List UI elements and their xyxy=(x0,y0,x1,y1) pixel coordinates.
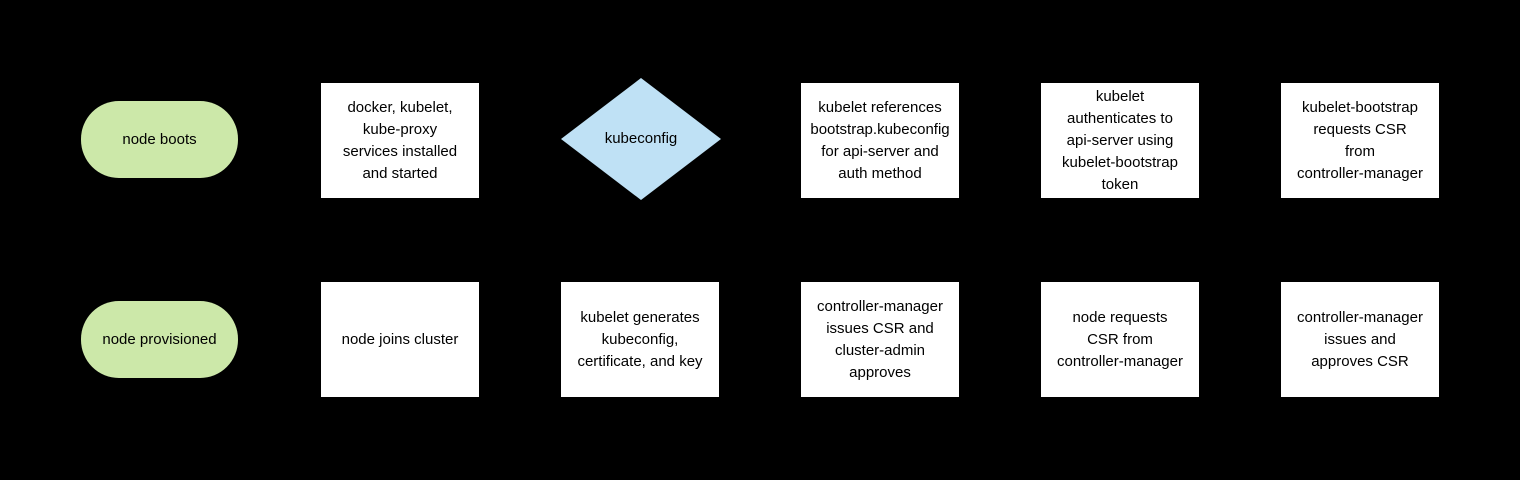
flow-node-kubelet-bootstrap-requests-csr[interactable]: kubelet-bootstrap requests CSR from cont… xyxy=(1281,83,1439,198)
flow-node-label: kubeconfig xyxy=(604,130,678,147)
flow-node-controller-manager-issues-approves[interactable]: controller-manager issues and approves C… xyxy=(1281,282,1439,397)
flow-node-label: kubelet generates kubeconfig, certificat… xyxy=(577,308,703,370)
flow-node-node-provisioned[interactable]: node provisioned xyxy=(81,301,238,378)
flow-node-label: kubelet references bootstrap.kubeconfig … xyxy=(810,98,950,182)
flow-node-kubelet-references-bootstrap[interactable]: kubelet references bootstrap.kubeconfig … xyxy=(801,83,959,198)
flow-node-services-installed[interactable]: docker, kubelet, kube-proxy services ins… xyxy=(321,83,479,198)
flow-node-kubelet-authenticates[interactable]: kubelet authenticates to api-server usin… xyxy=(1041,83,1199,198)
flow-node-label: controller-manager issues CSR and cluste… xyxy=(817,297,943,381)
flow-node-label: controller-manager issues and approves C… xyxy=(1297,308,1423,370)
flow-node-label: node boots xyxy=(122,130,197,148)
flow-node-node-joins-cluster[interactable]: node joins cluster xyxy=(321,282,479,397)
flow-node-label: node requests CSR from controller-manage… xyxy=(1057,308,1183,370)
flow-node-label: node provisioned xyxy=(102,330,217,348)
flow-node-node-requests-csr[interactable]: node requests CSR from controller-manage… xyxy=(1041,282,1199,397)
flow-node-label: docker, kubelet, kube-proxy services ins… xyxy=(342,98,458,182)
flow-node-kubeconfig-decision[interactable]: kubeconfig xyxy=(561,78,721,200)
flow-node-label: kubelet authenticates to api-server usin… xyxy=(1062,87,1178,193)
flow-node-label: kubelet-bootstrap requests CSR from cont… xyxy=(1297,98,1423,182)
flow-node-node-boots[interactable]: node boots xyxy=(81,101,238,178)
flow-node-label: node joins cluster xyxy=(341,330,459,348)
flow-node-controller-manager-issues-csr[interactable]: controller-manager issues CSR and cluste… xyxy=(801,282,959,397)
flow-node-kubelet-generates-kubeconfig[interactable]: kubelet generates kubeconfig, certificat… xyxy=(561,282,719,397)
